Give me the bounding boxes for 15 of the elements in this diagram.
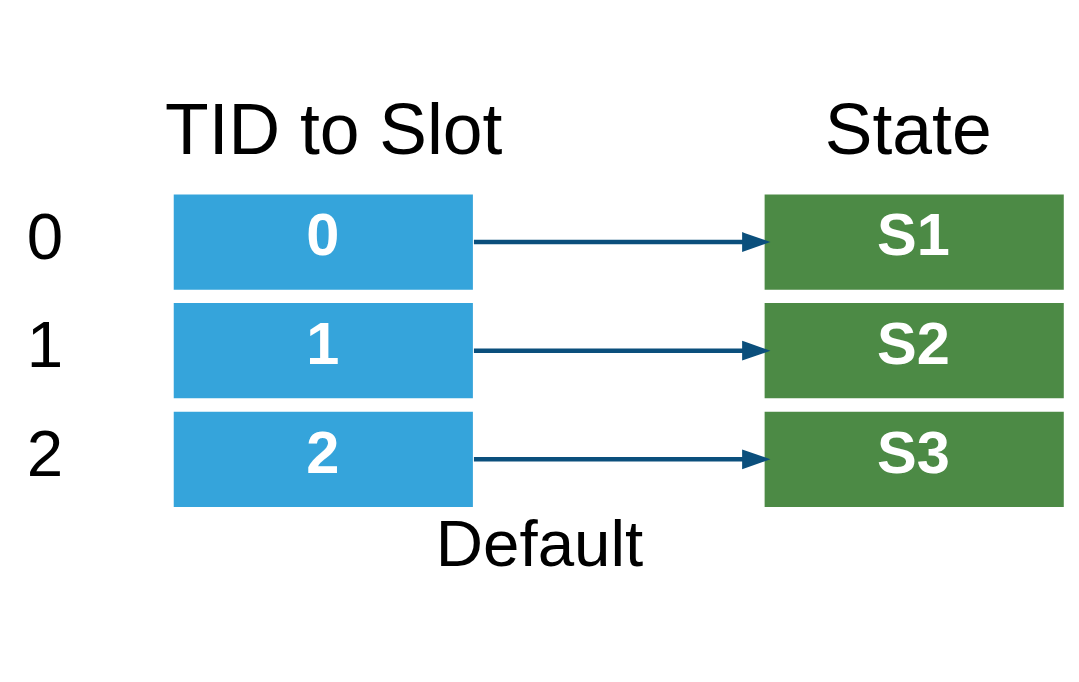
node-box: S3	[763, 410, 1066, 509]
node-box: 2	[172, 410, 475, 509]
caption: Default	[435, 507, 644, 581]
label: 2	[26, 417, 64, 490]
label: 1	[26, 308, 64, 382]
node-box: 0	[172, 192, 475, 292]
node-box: S1	[763, 192, 1066, 292]
node-box: 1	[172, 301, 475, 400]
label: 0	[26, 199, 64, 273]
arrow	[473, 449, 771, 470]
arrow	[473, 340, 771, 361]
label: TID to Slot	[165, 89, 503, 170]
node-box: S2	[763, 301, 1066, 400]
label: State	[824, 89, 992, 170]
arrow	[473, 232, 771, 252]
